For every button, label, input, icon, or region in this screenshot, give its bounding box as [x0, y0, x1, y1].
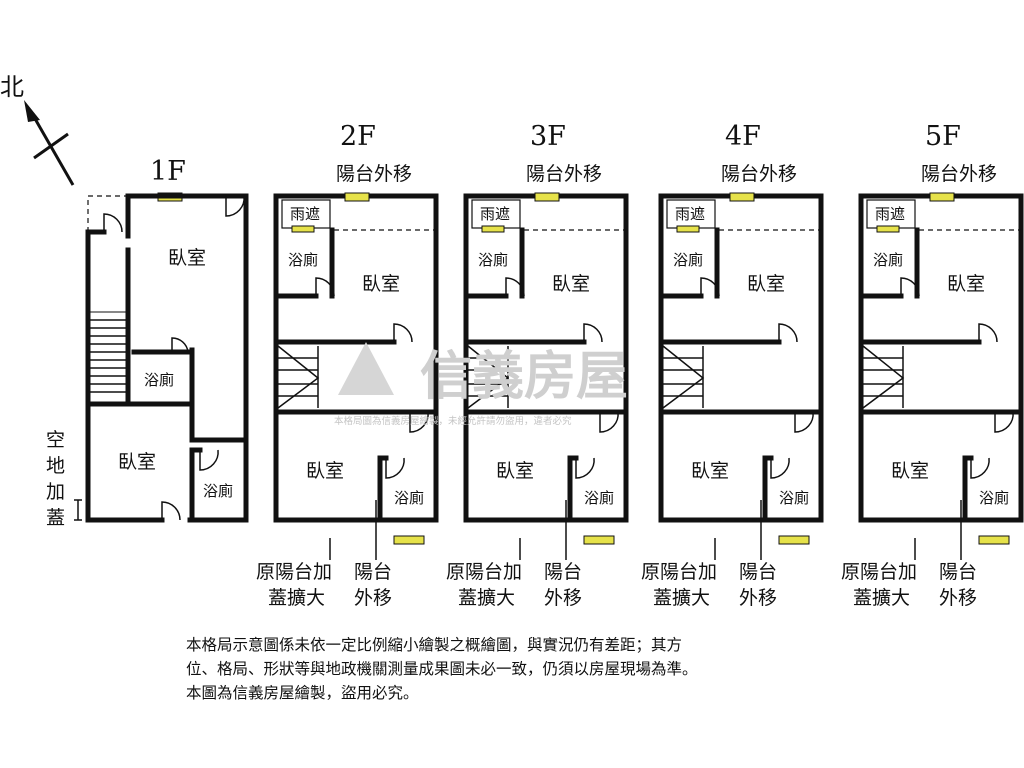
disclaimer-line: 位、格局、形狀等與地政機關測量成果圖未必一致，仍須以房屋現場為準。 — [186, 660, 698, 678]
below-left-line: 蓋擴大 — [653, 587, 710, 609]
window — [676, 225, 700, 233]
room-label: 浴廁 — [203, 482, 233, 500]
room-label: 臥室 — [496, 460, 534, 482]
window — [534, 192, 560, 202]
below-left-line: 原陽台加 — [256, 561, 332, 583]
room-label: 臥室 — [306, 460, 344, 482]
room-label: 浴廁 — [144, 371, 174, 389]
canopy-label: 雨遮 — [480, 205, 510, 223]
room-label: 浴廁 — [478, 251, 508, 269]
window — [344, 192, 370, 202]
below-right-line: 外移 — [739, 587, 777, 609]
room-label: 浴廁 — [873, 251, 903, 269]
below-right-line: 外移 — [354, 587, 392, 609]
watermark-brand: 信義房屋 — [420, 347, 628, 407]
window — [978, 535, 1010, 545]
room-label: 浴廁 — [584, 489, 614, 507]
below-right-line: 陽台 — [354, 561, 392, 583]
room-label: 浴廁 — [288, 251, 318, 269]
room-label: 臥室 — [947, 273, 985, 295]
canopy: 雨遮 — [281, 199, 331, 233]
canopy: 雨遮 — [666, 199, 716, 233]
north-label: 北 — [0, 73, 24, 101]
canopy: 雨遮 — [866, 199, 916, 233]
floor-5f: 5F 陽台外移 雨遮 — [841, 121, 1024, 609]
below-right-line: 外移 — [939, 587, 977, 609]
stairs — [662, 345, 705, 409]
floor-title: 2F — [340, 121, 376, 152]
floor-4f: 4F 陽台外移 雨遮 — [641, 121, 824, 609]
side-note-char: 地 — [46, 455, 65, 477]
balcony-moved-label: 陽台外移 — [336, 163, 412, 185]
balcony-moved-label: 陽台外移 — [526, 163, 602, 185]
balcony-moved-label: 陽台外移 — [921, 163, 997, 185]
disclaimer-line: 本格局示意圖係未依一定比例縮小繪製之概繪圖，與實況仍有差距；其方 — [186, 635, 682, 654]
disclaimer: 本格局示意圖係未依一定比例縮小繪製之概繪圖，與實況仍有差距；其方 位、格局、形狀… — [186, 635, 698, 702]
canopy: 雨遮 — [471, 199, 521, 233]
stairs — [467, 345, 510, 409]
floor-title: 5F — [925, 121, 961, 152]
window — [481, 225, 505, 233]
floor-title: 4F — [725, 121, 761, 152]
side-note-char: 加 — [46, 481, 65, 503]
window — [929, 192, 955, 202]
room-label: 臥室 — [891, 460, 929, 482]
below-left-line: 蓋擴大 — [853, 587, 910, 609]
below-left-line: 原陽台加 — [446, 561, 522, 583]
north-compass: 北 — [0, 73, 75, 186]
below-right-line: 陽台 — [739, 561, 777, 583]
disclaimer-line: 本圖為信義房屋繪製，盜用必究。 — [186, 683, 419, 702]
watermark: 信義房屋 本格局圖為信義房屋繪製，未經允許請勿盜用，違者必究 — [334, 342, 628, 427]
side-note-char: 蓋 — [46, 507, 65, 529]
watermark-notice: 本格局圖為信義房屋繪製，未經允許請勿盜用，違者必究 — [334, 415, 572, 427]
window — [393, 535, 425, 545]
room-label: 臥室 — [118, 451, 156, 473]
room-label: 臥室 — [168, 247, 206, 269]
room-label: 臥室 — [691, 460, 729, 482]
below-right-line: 陽台 — [544, 561, 582, 583]
canopy-label: 雨遮 — [875, 205, 905, 223]
canopy-label: 雨遮 — [675, 205, 705, 223]
balcony-moved-label: 陽台外移 — [721, 163, 797, 185]
stairs — [89, 311, 127, 405]
window — [876, 225, 900, 233]
below-left-line: 蓋擴大 — [268, 587, 325, 609]
stairs — [862, 345, 905, 409]
upper-floors: 3F 陽台外移 雨遮 — [446, 121, 1024, 609]
below-right-line: 外移 — [544, 587, 582, 609]
watermark-logo-icon — [338, 342, 394, 395]
floor-1f: 1F 臥室 浴廁 臥室 浴廁 空 — [46, 156, 249, 529]
below-left-line: 原陽台加 — [641, 561, 717, 583]
floor-title: 3F — [530, 121, 566, 152]
canopy-label: 雨遮 — [290, 205, 320, 223]
below-right-line: 陽台 — [939, 561, 977, 583]
window — [729, 192, 755, 202]
floor-title-1f: 1F — [150, 156, 186, 187]
below-left-line: 原陽台加 — [841, 561, 917, 583]
room-label: 浴廁 — [779, 489, 809, 507]
side-note-char: 空 — [46, 429, 65, 451]
north-cross-bar — [33, 132, 69, 160]
floor-3f: 3F 陽台外移 雨遮 — [446, 121, 629, 609]
room-label: 臥室 — [747, 273, 785, 295]
north-arrow-shaft — [28, 109, 75, 186]
room-label: 浴廁 — [394, 489, 424, 507]
room-label: 臥室 — [552, 273, 590, 295]
window — [291, 225, 315, 233]
below-left-line: 蓋擴大 — [458, 587, 515, 609]
room-label: 浴廁 — [673, 251, 703, 269]
window — [778, 535, 810, 545]
room-label: 臥室 — [362, 273, 400, 295]
north-arrow-icon — [24, 100, 40, 122]
window — [583, 535, 615, 545]
stairs — [277, 345, 320, 409]
floor-2f: 2F 陽台外移 雨遮 — [256, 121, 439, 609]
room-label: 浴廁 — [979, 489, 1009, 507]
